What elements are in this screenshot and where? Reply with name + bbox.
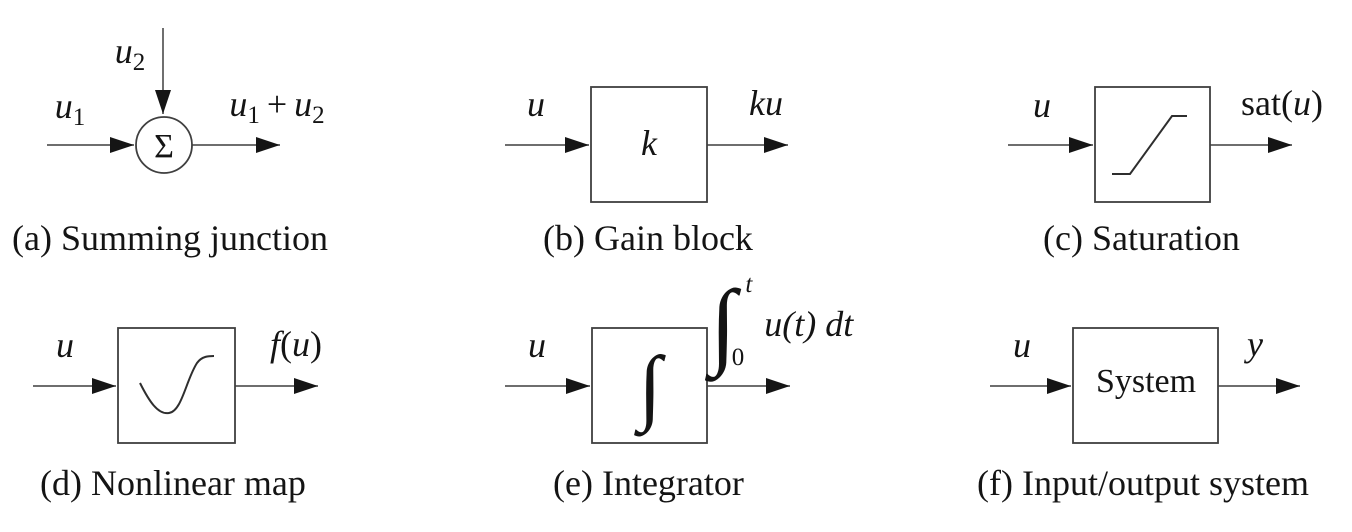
saturation-output-label: sat(u) (1241, 83, 1323, 123)
saturation-input-label: u (1033, 85, 1051, 125)
gain-input-label: u (527, 84, 545, 124)
integrator-input-label: u (528, 325, 546, 365)
sat-function-name: sat (1241, 83, 1281, 123)
nonlinear-input-label: u (56, 325, 74, 365)
system-output-label: y (1247, 324, 1263, 364)
integral-lower-limit: 0 (731, 344, 745, 371)
u1-subscript: 1 (72, 104, 86, 131)
saturation-curve (1112, 115, 1187, 175)
integrand: u(t) dt (764, 304, 854, 344)
integral-sign: ∫ (710, 270, 737, 377)
system-block-label: System (1095, 363, 1197, 400)
caption-b: (b) Gain block (543, 218, 753, 258)
plus-sign: + (266, 84, 288, 124)
u2-subscript: 2 (132, 49, 146, 76)
system-input-label: u (1013, 325, 1031, 365)
integral-symbol: ∫ (638, 340, 662, 433)
integrator-output-label: ∫ t 0 u(t) dt (710, 270, 854, 377)
caption-a: (a) Summing junction (12, 218, 328, 258)
caption-e: (e) Integrator (553, 463, 744, 503)
caption-d: (d) Nonlinear map (40, 463, 306, 503)
u2-base: u (114, 31, 133, 71)
nonlinear-output-label: f(u) (269, 324, 323, 364)
integral-upper-limit: t (745, 271, 753, 298)
gain-output-label: ku (749, 83, 783, 123)
nonlinear-curve (139, 355, 215, 415)
integral-with-limits: ∫ t 0 (710, 270, 752, 377)
u1-base: u (54, 86, 73, 126)
gain-symbol: k (641, 123, 657, 163)
nonlinear-box (117, 327, 236, 444)
f-function-name: f (269, 324, 281, 364)
caption-f: (f) Input/output system (977, 463, 1309, 503)
summing-output-label: u1+u2 (229, 84, 325, 129)
sigma-symbol: Σ (154, 128, 174, 165)
caption-c: (c) Saturation (1043, 218, 1240, 258)
summing-input1-label: u1 (54, 86, 86, 130)
summing-input2-label: u2 (114, 31, 146, 75)
